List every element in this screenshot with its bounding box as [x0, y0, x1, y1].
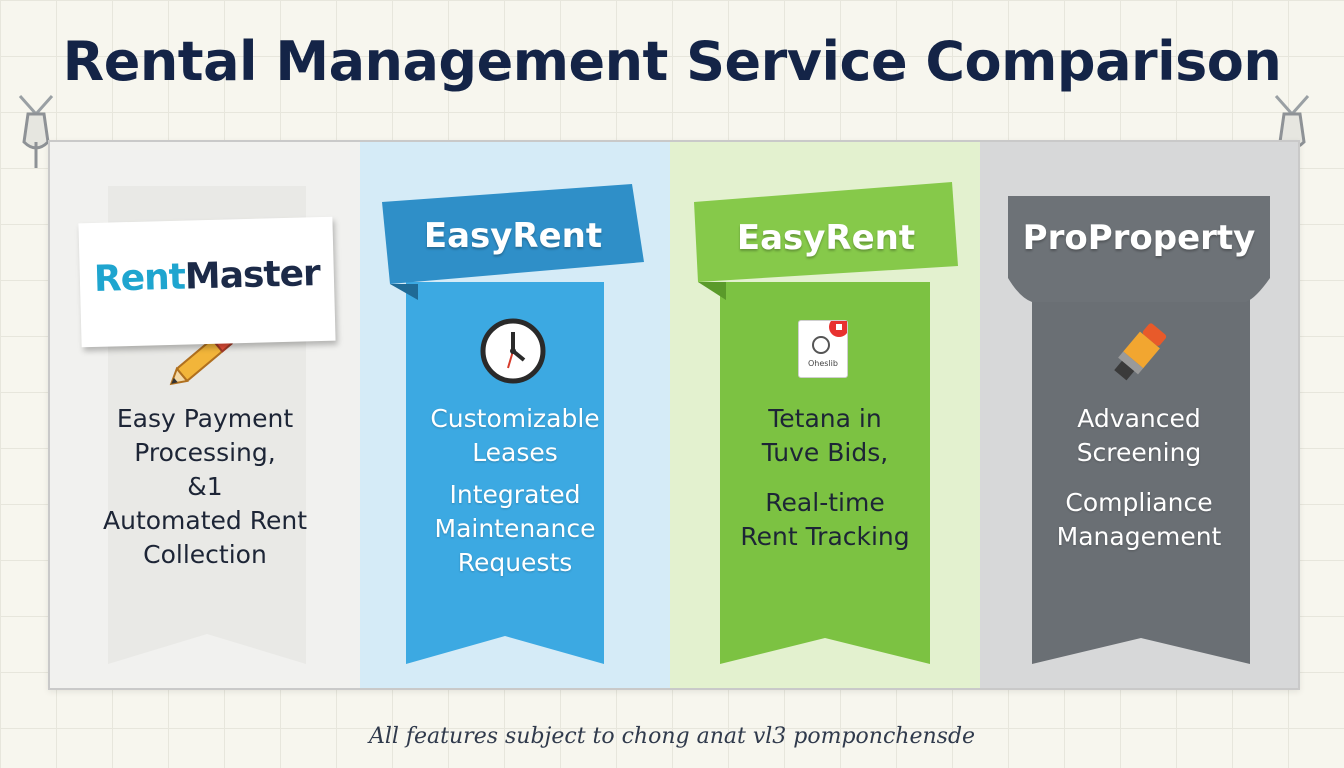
service-name: RentMaster: [79, 253, 334, 301]
page-title: Rental Management Service Comparison: [62, 30, 1282, 93]
feature-text: Maintenance: [434, 514, 596, 543]
clip-icon: [18, 95, 54, 168]
service-name: ProProperty: [1022, 218, 1256, 258]
footnote: All features subject to chong anat vl3 p…: [368, 724, 976, 749]
rentmaster-logo: RentMaster: [78, 216, 336, 348]
feature-text: Easy Payment: [116, 404, 294, 433]
icon-label: Oheslib: [808, 359, 838, 368]
ribbon-easyrent-blue: [406, 282, 604, 664]
sync-badge-icon: Oheslib: [798, 320, 848, 378]
banner-proproperty: ProProperty: [1008, 196, 1270, 308]
feature-list: Customizable Leases Integrated Maintenan…: [360, 402, 670, 580]
feature-text: Advanced: [1077, 404, 1201, 433]
feature-text: Rent Tracking: [740, 522, 910, 551]
feature-text: Integrated: [449, 480, 581, 509]
feature-list: Easy Payment Processing, &1 Automated Re…: [50, 402, 360, 572]
feature-list: Advanced Screening Compliance Management: [980, 402, 1298, 554]
service-panel-proproperty: ProProperty Advanced Screening Complianc…: [980, 142, 1298, 688]
feature-text: Requests: [457, 548, 573, 577]
feature-text: Automated Rent: [103, 506, 307, 535]
service-panel-easyrent-green: EasyRent Oheslib Tetana in Tuve Bids, Re…: [670, 142, 980, 688]
service-name: EasyRent: [423, 216, 603, 256]
feature-text: Screening: [1076, 438, 1202, 467]
feature-text: &1: [187, 472, 223, 501]
clock-icon: [480, 318, 546, 384]
ribbon-easyrent-green: [720, 282, 930, 664]
banner-easyrent-green: EasyRent: [694, 182, 958, 300]
feature-text: Customizable: [430, 404, 600, 433]
feature-text: Compliance: [1065, 488, 1213, 517]
feature-text: Collection: [143, 540, 267, 569]
feature-text: Management: [1056, 522, 1222, 551]
feature-text: Leases: [472, 438, 558, 467]
ribbon-proproperty: [1032, 282, 1250, 664]
marker-icon: [1114, 323, 1167, 381]
feature-text: Tetana in: [768, 404, 882, 433]
feature-list: Tetana in Tuve Bids, Real-time Rent Trac…: [670, 402, 980, 554]
banner-easyrent-blue: EasyRent: [382, 184, 644, 300]
service-panel-easyrent-blue: EasyRent Customizable Leases Integrated …: [360, 142, 670, 688]
service-name: EasyRent: [736, 218, 916, 258]
feature-text: Tuve Bids,: [761, 438, 889, 467]
feature-text: Real-time: [765, 488, 885, 517]
logo-part-master: Master: [184, 253, 321, 298]
logo-part-rent: Rent: [93, 256, 186, 300]
feature-text: Processing,: [134, 438, 276, 467]
